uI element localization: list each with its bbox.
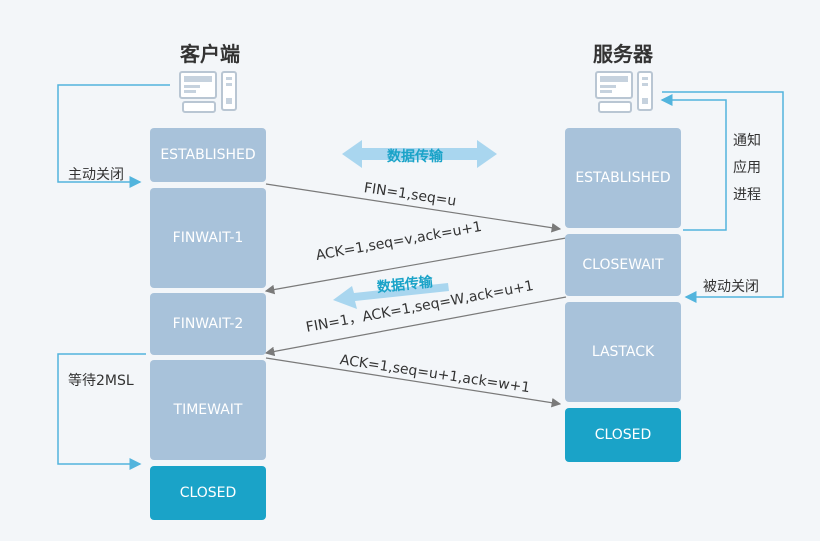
message-line-ack [264,237,567,295]
server-title: 服务器 [593,42,653,66]
active-close-label: 主动关闭 [68,167,124,183]
client-state-finwait2: FINWAIT-2 [150,293,266,355]
notify-app-line-2: 应用 [733,160,761,176]
wait-2msl-arrow [57,353,146,470]
notify-app-label: 通知 应用 进程 [733,128,773,209]
data-transfer-label-top: 数据传输 [387,149,443,165]
client-title: 客户端 [180,42,240,66]
message-line-fin [265,183,562,233]
computer-icon [179,71,237,113]
server-state-closed: CLOSED [565,408,681,462]
notify-app-arrow [660,94,727,231]
message-line-final-ack [265,357,562,408]
data-transfer-double-arrow [342,140,497,168]
passive-close-arrow [662,91,784,303]
message-line-fin-ack [264,296,567,357]
passive-close-label: 被动关闭 [703,279,759,295]
client-state-established: ESTABLISHED [150,128,266,182]
active-close-arrow [57,84,170,188]
data-transfer-left-arrow [333,283,449,309]
server-state-established: ESTABLISHED [565,128,681,228]
client-state-closed: CLOSED [150,466,266,520]
client-state-timewait: TIMEWAIT [150,360,266,460]
notify-app-line-1: 通知 [733,133,761,149]
server-computer-icon [595,71,653,113]
server-state-closewait: CLOSEWAIT [565,234,681,296]
notify-app-line-3: 进程 [733,187,761,203]
client-state-finwait1: FINWAIT-1 [150,188,266,288]
wait-2msl-label: 等待2MSL [68,373,134,389]
server-state-lastack: LASTACK [565,302,681,402]
